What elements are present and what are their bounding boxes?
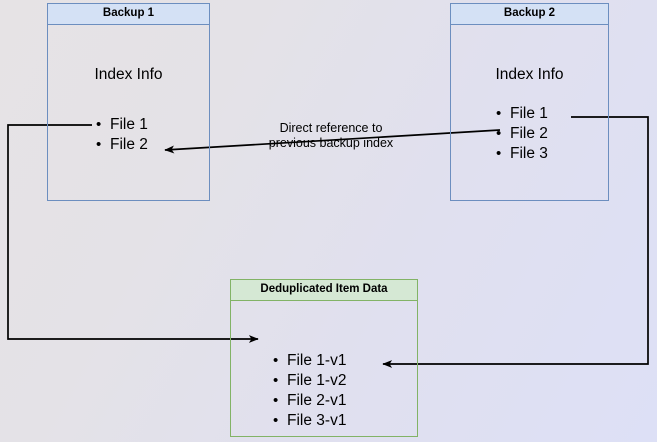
node-dedup-body: File 1-v1 File 1-v2 File 2-v1 File 3-v1 [231,301,417,436]
backup1-index-info-label: Index Info [94,66,163,83]
list-item: File 1-v1 [273,351,346,371]
node-backup2[interactable]: Backup 2 Index Info File 1 File 2 File 3 [450,3,609,201]
list-item: File 3-v1 [273,411,346,431]
list-item: File 2-v1 [273,391,346,411]
backup1-file-list: File 1 File 2 [96,115,148,155]
node-backup1-body: Index Info File 1 File 2 [48,25,209,200]
node-deduplicated-item-data[interactable]: Deduplicated Item Data File 1-v1 File 1-… [230,279,418,437]
node-backup1[interactable]: Backup 1 Index Info File 1 File 2 [47,3,210,201]
backup2-index-info-label: Index Info [495,66,564,83]
list-item: File 1-v2 [273,371,346,391]
list-item: File 1 [96,115,148,135]
list-item: File 2 [496,124,548,144]
edge-label-direct-reference: Direct reference to previous backup inde… [248,121,414,151]
node-backup2-header: Backup 2 [451,4,608,25]
list-item: File 2 [96,135,148,155]
node-dedup-header: Deduplicated Item Data [231,280,417,301]
edge-label-line1: Direct reference to [279,121,383,135]
list-item: File 1 [496,104,548,124]
node-backup1-header: Backup 1 [48,4,209,25]
list-item: File 3 [496,144,548,164]
backup2-file-list: File 1 File 2 File 3 [496,104,548,164]
edge-label-line2: previous backup index [268,136,394,150]
dedup-file-list: File 1-v1 File 1-v2 File 2-v1 File 3-v1 [273,351,346,431]
node-backup2-body: Index Info File 1 File 2 File 3 [451,25,608,200]
